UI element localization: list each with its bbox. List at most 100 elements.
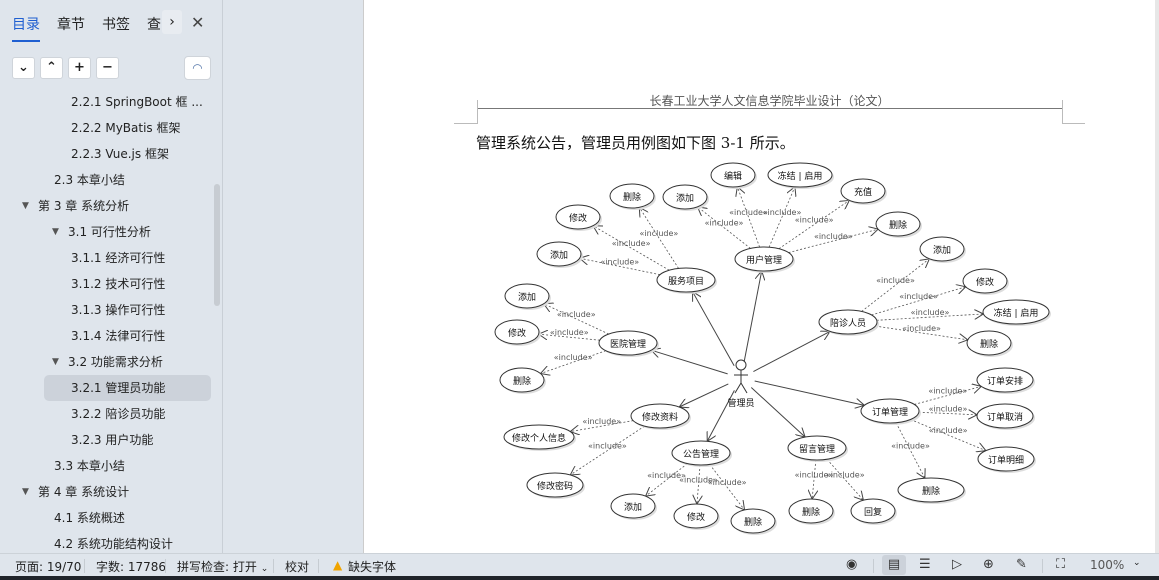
chevron-down-icon: ⌄ [260, 564, 269, 574]
use-case-label: 编辑 [724, 170, 742, 182]
toc-item[interactable]: 3.1.2 技术可行性 [71, 271, 212, 297]
use-case-label: 修改密码 [537, 480, 573, 492]
use-case-group: 用户管理 [734, 246, 795, 273]
zoom-level[interactable]: 100% [1090, 558, 1125, 572]
toc-item[interactable]: 4.1 系统概述 [54, 505, 212, 531]
toc-item[interactable]: 3.3 本章小结 [54, 453, 212, 479]
include-label: «include» [929, 426, 968, 435]
chevron-right-icon[interactable]: › [162, 10, 182, 34]
actor-icon [734, 359, 748, 394]
toc-item-label: 3.1 可行性分析 [68, 225, 151, 239]
pen-icon[interactable]: ✎ [1016, 557, 1027, 572]
eye-icon[interactable]: ◉ [846, 557, 858, 572]
use-case: 冻结 | 启用 [767, 162, 834, 189]
use-case: 删除 [730, 508, 777, 535]
outline-view-icon[interactable]: ☰ [919, 557, 931, 572]
tab-toc[interactable]: 目录 [12, 14, 40, 42]
sidebar-scrollbar[interactable] [214, 184, 220, 306]
use-case-label: 删除 [623, 191, 641, 203]
toc-item[interactable]: 3.2.1 管理员功能 [44, 375, 211, 401]
include-line [570, 425, 645, 475]
toc-item-label: 3.3 本章小结 [54, 459, 125, 473]
expand-arrow-icon[interactable]: ▼ [22, 201, 29, 211]
include-line [876, 314, 984, 321]
use-case: 订单取消 [976, 403, 1035, 430]
word-count[interactable]: 字数: 17786 [96, 560, 167, 574]
include-label: «include» [600, 257, 639, 266]
include-label: «include» [640, 229, 679, 238]
expand-arrow-icon[interactable]: ▼ [52, 227, 59, 237]
include-label: «include» [679, 476, 718, 485]
toc-item-label: 2.3 本章小结 [54, 173, 125, 187]
toc-item[interactable]: 3.1.1 经济可行性 [71, 245, 212, 271]
association-line [753, 331, 830, 372]
include-line [910, 419, 986, 450]
include-label: «include» [876, 276, 915, 285]
use-case-label: 公告管理 [683, 448, 719, 460]
use-case: 回复 [850, 498, 897, 525]
include-line [698, 207, 751, 249]
include-label: «include» [708, 478, 747, 487]
include-label: «include» [705, 219, 744, 228]
include-label: «include» [814, 232, 853, 241]
use-case-group: 服务项目 [656, 267, 717, 294]
globe-icon[interactable]: ⊕ [983, 557, 994, 572]
include-label: «include» [582, 417, 621, 426]
expand-up-button[interactable]: ⌃ [40, 57, 63, 79]
include-line [646, 463, 688, 497]
toc-item[interactable]: ▼3.2 功能需求分析 [52, 349, 212, 375]
toc-item[interactable]: 2.2.1 SpringBoot 框 ... [71, 89, 212, 115]
include-line [737, 187, 760, 248]
toc-item-label: 第 4 章 系统设计 [38, 485, 130, 499]
use-case: 充值 [840, 178, 887, 205]
use-case-label: 添加 [933, 245, 951, 256]
use-case-group: 订单管理 [860, 398, 921, 425]
toc-item[interactable]: 2.3 本章小结 [54, 167, 212, 193]
expand-arrow-icon[interactable]: ▼ [22, 487, 29, 497]
include-line [875, 325, 967, 340]
spell-check-toggle[interactable]: 拼写检查: 打开 ⌄ [177, 558, 268, 575]
tab-search[interactable]: 查 [147, 17, 161, 33]
include-label: «include» [612, 239, 651, 248]
page-count[interactable]: 页面: 19/70 [15, 560, 82, 574]
toc-item[interactable]: 3.1.3 操作可行性 [71, 297, 212, 323]
toc-item[interactable]: ▼ 3.1 可行性分析 [52, 219, 212, 245]
toc-item[interactable]: ▼ 第 4 章 系统设计 [22, 479, 212, 505]
proofread-button[interactable]: 校对 [285, 560, 310, 574]
include-label: «include» [929, 405, 968, 414]
toc-item[interactable]: 2.2.3 Vue.js 框架 [71, 141, 212, 167]
toc-item[interactable]: 3.1.4 法律可行性 [71, 323, 212, 349]
expand-arrow-icon[interactable]: ▼ [52, 357, 59, 367]
toc-item[interactable]: 4.2 系统功能结构设计 [54, 531, 212, 557]
toc-item[interactable]: 3.2.2 陪诊员功能 [71, 401, 212, 427]
use-case-label: 陪诊人员 [830, 317, 866, 329]
include-label: «include» [795, 471, 834, 480]
use-case: 订单明细 [977, 446, 1036, 473]
tab-chapters[interactable]: 章节 [57, 17, 85, 33]
use-case-label: 修改 [569, 212, 587, 224]
toc-item-label: 3.1.4 法律可行性 [71, 329, 166, 343]
margin-mark [1062, 123, 1085, 124]
chevron-down-icon[interactable]: ⌄ [1133, 558, 1141, 568]
document-scrollbar[interactable] [1155, 0, 1159, 553]
header-rule [477, 108, 1062, 109]
remove-button[interactable]: − [96, 57, 119, 79]
use-case-label: 冻结 | 启用 [994, 307, 1039, 319]
page-view-icon[interactable]: ▤ [882, 555, 906, 575]
fit-screen-icon[interactable]: ⛶ [1056, 557, 1066, 572]
use-case: 修改 [962, 268, 1009, 295]
tab-bookmarks[interactable]: 书签 [102, 17, 130, 33]
toc-item[interactable]: 2.2.2 MyBatis 框架 [71, 115, 212, 141]
missing-font-button[interactable]: 缺失字体 [348, 560, 397, 574]
toc-item[interactable]: 3.2.3 用户功能 [71, 427, 212, 453]
add-button[interactable]: + [68, 57, 91, 79]
view-mode-icon[interactable]: ◠ [184, 56, 211, 80]
include-line [895, 422, 925, 478]
collapse-button[interactable]: ⌄ [12, 57, 35, 79]
toc-item[interactable]: ▼第 3 章 系统分析 [22, 193, 212, 219]
play-icon[interactable]: ▷ [952, 557, 962, 572]
close-icon[interactable]: ✕ [191, 13, 205, 32]
margin-mark [1062, 100, 1063, 124]
use-case: 修改 [673, 503, 720, 530]
